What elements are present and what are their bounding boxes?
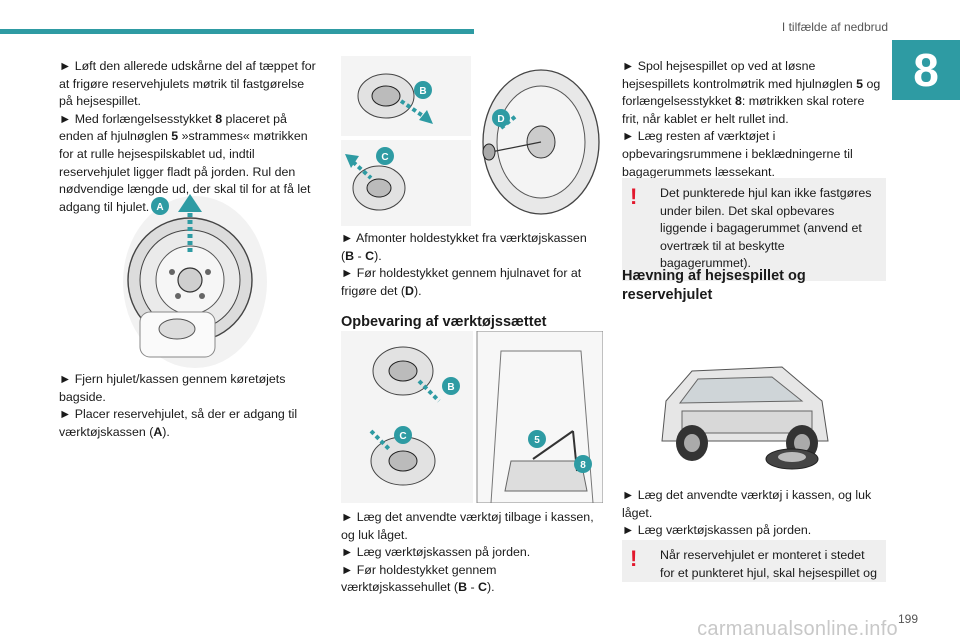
warning-text: Når reservehjulet er monteret i stedet f… xyxy=(660,548,877,580)
paragraph: ► Afmonter holdestykket fra værktøjskass… xyxy=(341,231,587,263)
svg-text:B: B xyxy=(419,86,426,97)
paragraph: ► Læg resten af værktøjet i opbevaringsr… xyxy=(622,129,853,179)
callout-label: A xyxy=(156,202,163,213)
warning-icon: ! xyxy=(630,184,638,209)
svg-text:D: D xyxy=(497,114,504,125)
svg-text:8: 8 xyxy=(580,460,586,471)
warning-box: ! Det punkterede hjul kan ikke fastgøres… xyxy=(622,178,886,281)
warning-text: Det punkterede hjul kan ikke fastgøres u… xyxy=(660,186,872,271)
paragraph: ► Læg værktøjskassen på jorden. xyxy=(622,523,812,538)
column-2-lower: ► Læg det anvendte værktøj tilbage i kas… xyxy=(341,509,601,597)
svg-text:C: C xyxy=(381,152,388,163)
paragraph: ► Læg værktøjskassen på jorden. xyxy=(341,545,531,560)
svg-text:C: C xyxy=(399,431,406,442)
chapter-title: I tilfælde af nedbrud xyxy=(781,20,888,34)
warning-icon: ! xyxy=(630,546,638,571)
paragraph: ► Løft den allerede udskårne del af tæpp… xyxy=(59,59,316,109)
section-heading: Hævning af hejsespillet og reservehjulet xyxy=(622,268,806,303)
paragraph: ► Med forlængelsesstykket 8 placeret på … xyxy=(59,111,311,214)
paragraph: ► Placer reservehjulet, så der er adgang… xyxy=(59,407,298,439)
callout-badge xyxy=(151,197,169,215)
section-heading: Opbevaring af værktøjssættet xyxy=(341,314,547,331)
paragraph: ► Læg det anvendte værktøj tilbage i kas… xyxy=(341,510,594,542)
column-2-upper: ► Afmonter holdestykket fra værktøjskass… xyxy=(341,230,601,332)
paragraph: ► Før holdestykket gennem værktøjskasseh… xyxy=(341,562,497,595)
warning-box: ! Når reservehjulet er monteret i stedet… xyxy=(622,540,886,582)
watermark: carmanualsonline.info xyxy=(697,618,898,640)
chapter-number-tab: 8 xyxy=(892,40,960,100)
page-number: 199 xyxy=(897,612,918,626)
toolkit-storage-figure: B C 5 8 xyxy=(341,331,603,503)
header-accent-bar xyxy=(0,29,474,34)
column-3: ► Spol hejsespillet op ved at løsne hejs… xyxy=(622,58,882,181)
column-1: ► Løft den allerede udskårne del af tæpp… xyxy=(59,58,319,216)
paragraph: ► Læg det anvendte værktøj i kassen, og … xyxy=(622,488,872,520)
column-3-lower: ► Læg det anvendte værktøj i kassen, og … xyxy=(622,487,882,540)
column-1-lower: ► Fjern hjulet/kassen gennem køretøjets … xyxy=(59,371,319,441)
holder-removal-figure: B C D xyxy=(341,56,600,226)
paragraph: ► Fjern hjulet/kassen gennem køretøjets … xyxy=(59,372,286,404)
paragraph: ► Spol hejsespillet op ved at løsne hejs… xyxy=(622,59,881,126)
suv-spare-wheel-figure xyxy=(622,331,886,481)
svg-text:5: 5 xyxy=(534,435,540,446)
spare-wheel-lowering-figure: A xyxy=(123,194,267,368)
svg-text:B: B xyxy=(447,382,454,393)
paragraph: ► Før holdestykket gennem hjulnavet for … xyxy=(341,266,582,298)
